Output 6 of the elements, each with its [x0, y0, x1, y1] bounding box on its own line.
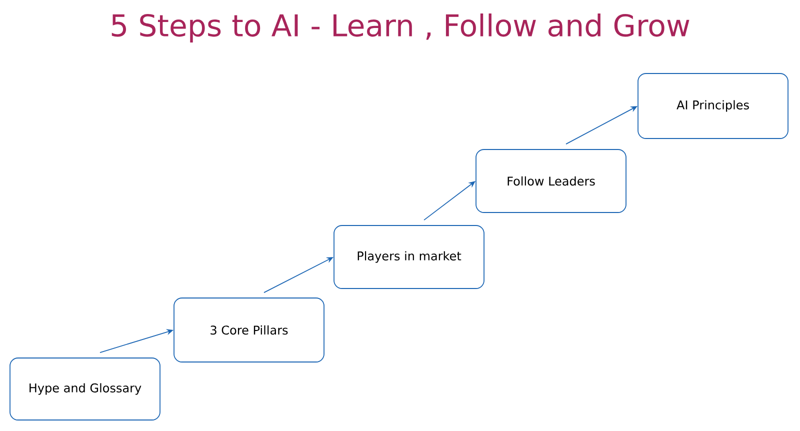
title: 5 Steps to AI - Learn , Follow and Grow [112, 13, 690, 43]
step-box: Players in market [334, 225, 484, 289]
step-box: Hype and Glossary [10, 358, 160, 420]
step-box: AI Principles [638, 73, 788, 139]
step-box: Follow Leaders [476, 149, 626, 213]
step-box: 3 Core Pillars [174, 298, 324, 362]
